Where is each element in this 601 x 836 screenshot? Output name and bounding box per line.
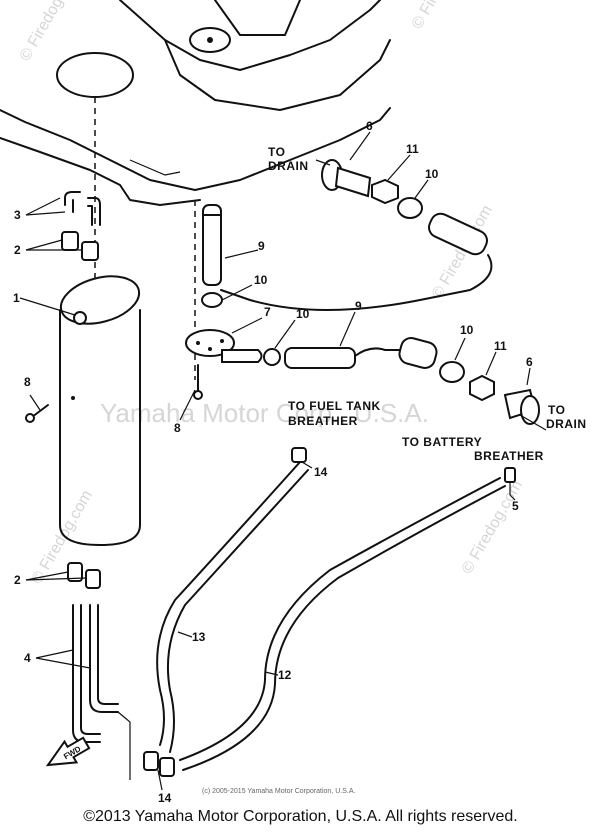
callout-8-center: 8 — [174, 421, 181, 435]
callout-11-right: 11 — [494, 339, 507, 353]
screw-8-left — [25, 404, 49, 423]
clamp-10-top — [397, 197, 423, 219]
callout-10-right: 10 — [460, 323, 474, 337]
fitting-5 — [504, 467, 516, 495]
leader-lines — [19, 131, 547, 791]
nut-11-right — [469, 374, 495, 402]
to-battery-line1: TO BATTERY — [402, 435, 482, 449]
hose-13 — [156, 461, 309, 753]
callout-10-center: 10 — [254, 273, 268, 287]
callout-14-top: 14 — [314, 465, 328, 479]
callout-5: 5 — [512, 499, 519, 513]
watermark-brand: Yamaha Motor Corp., U.S.A. — [100, 398, 429, 428]
screw-8-center — [193, 364, 203, 400]
watermark-firedog-1: © Firedog.com — [17, 0, 84, 64]
clamp-10-right — [439, 361, 465, 383]
callout-6-top: 6 — [366, 119, 373, 133]
fitting-14-top — [291, 447, 307, 463]
hose-9-upper — [202, 204, 222, 286]
fwd-arrow: FWD — [45, 736, 91, 767]
nut-11-top — [371, 178, 399, 205]
callout-10-mid: 10 — [296, 307, 310, 321]
callout-2-bottom: 2 — [14, 573, 21, 587]
deck-opening — [56, 52, 134, 98]
to-drain-top-line1: TO — [268, 145, 285, 159]
callout-6-right: 6 — [526, 355, 533, 369]
callout-1: 1 — [13, 291, 20, 305]
callout-12: 12 — [278, 668, 292, 682]
clamp-2-bottom — [67, 562, 101, 589]
callout-3: 3 — [14, 208, 21, 222]
callout-14-bottom: 14 — [158, 791, 172, 805]
fitting-14-bottom — [143, 751, 175, 777]
hull-deck — [0, 0, 391, 206]
small-copyright: (c) 2005-2015 Yamaha Motor Corporation, … — [202, 788, 355, 795]
to-drain-top-line2: DRAIN — [268, 159, 309, 173]
drain-fitting-6-top — [321, 159, 372, 198]
to-drain-right-line1: TO — [548, 403, 565, 417]
canister-1 — [59, 275, 141, 546]
callout-9-mid: 9 — [355, 299, 362, 313]
to-fuel-tank-line1: TO FUEL TANK — [288, 399, 381, 413]
hose-9-mid — [284, 347, 356, 369]
to-fuel-tank-line2: BREATHER — [288, 414, 358, 428]
drain-fitting-6-right — [503, 388, 540, 425]
to-battery-line2: BREATHER — [474, 449, 544, 463]
plate-7 — [185, 329, 263, 363]
callout-11-top: 11 — [406, 142, 419, 156]
hose-12 — [179, 477, 506, 771]
footer-copyright: ©2013 Yamaha Motor Corporation, U.S.A. A… — [83, 808, 518, 825]
callout-4: 4 — [24, 651, 31, 665]
hose-4 — [72, 604, 131, 780]
clamp-2-top — [61, 231, 99, 261]
clamp-10-center — [201, 292, 223, 308]
hose-top-right — [428, 212, 488, 256]
callout-9-upper: 9 — [258, 239, 265, 253]
callout-8-left: 8 — [24, 375, 31, 389]
to-drain-right-line2: DRAIN — [546, 417, 587, 431]
clamp-10-mid — [263, 348, 281, 366]
watermark-firedog-2: © Firedog.com — [409, 0, 476, 32]
elbow-fitting-3 — [64, 191, 101, 226]
hose-right-mid — [398, 337, 438, 369]
callout-7: 7 — [264, 305, 271, 319]
callout-2-top: 2 — [14, 243, 21, 257]
callout-10-top: 10 — [425, 167, 439, 181]
callout-13: 13 — [192, 630, 206, 644]
